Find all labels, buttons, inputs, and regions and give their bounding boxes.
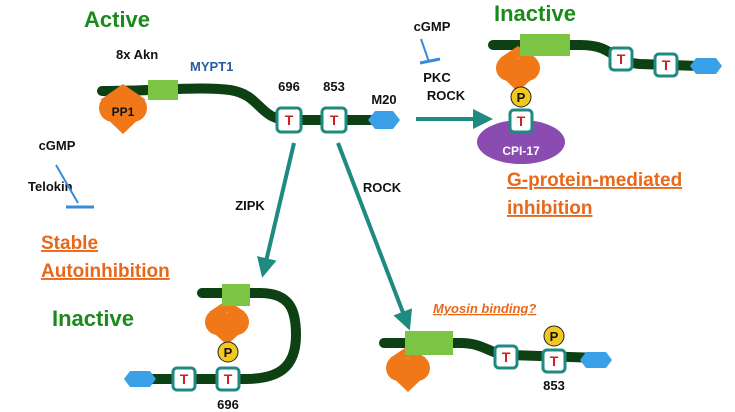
autoinhibited-mypt1-complex: P T T — [124, 284, 302, 392]
mypt1-label: MYPT1 — [190, 59, 233, 74]
site-696-label: 696 — [278, 79, 300, 94]
zipk-label: ZIPK — [235, 198, 265, 213]
cgmp-top-inhibitor — [419, 38, 441, 65]
myosin-akn-box — [405, 331, 453, 355]
auto-backbone — [145, 288, 302, 384]
g-akn-box — [520, 34, 570, 56]
akn-label: 8x Akn — [116, 47, 158, 62]
inactive-auto-label: Inactive — [52, 306, 134, 331]
cpi17-phospho — [510, 86, 532, 108]
active-pp1 — [99, 84, 147, 134]
cpi17-p-letter: P — [517, 90, 526, 105]
myosin-p-letter: P — [550, 329, 559, 344]
myosin-t853: T — [541, 348, 567, 374]
site-853-label: 853 — [323, 79, 345, 94]
svg-text:T: T — [285, 112, 294, 128]
svg-text:T: T — [224, 371, 233, 387]
myosin-binding-label: Myosin binding? — [433, 301, 536, 316]
g-t853: T — [653, 52, 679, 78]
telokin-label: Telokin — [28, 179, 73, 194]
auto-m20-hexagon — [124, 371, 156, 387]
g-protein-mypt1-complex: T T — [488, 34, 722, 92]
cpi17-t-letter: T — [517, 113, 526, 129]
cpi17-ellipse — [477, 120, 565, 164]
arrow-rock — [336, 142, 413, 331]
active-label: Active — [84, 7, 150, 32]
arrow-zipk — [257, 142, 296, 278]
myosin-m20-hexagon — [580, 352, 612, 368]
auto-phospho — [217, 341, 239, 363]
svg-text:T: T — [180, 371, 189, 387]
cgmp-left-label: cGMP — [39, 138, 76, 153]
svg-text:T: T — [662, 57, 671, 73]
cpi17-t38 — [508, 108, 534, 134]
auto-pp1 — [205, 300, 249, 345]
g-t696: T — [608, 46, 634, 72]
g-protein-outcome-line2: inhibition — [507, 198, 592, 219]
cpi17-complex: T P CPI-17 — [477, 86, 565, 164]
active-m20-hexagon — [368, 111, 400, 129]
myosin-mypt1-complex: T P T — [379, 325, 612, 392]
active-t696: T — [275, 106, 303, 134]
stable-outcome-line1: Stable — [41, 233, 98, 254]
active-mypt1-complex: T T — [97, 80, 400, 134]
rock-mid-label: ROCK — [363, 180, 402, 195]
g-m20-hexagon — [690, 58, 722, 74]
myosin-phospho — [543, 325, 565, 347]
g-pp1 — [496, 46, 540, 92]
inactive-g-label: Inactive — [494, 1, 576, 26]
cpi17-label: CPI-17 — [502, 144, 540, 158]
cgmp-top-label: cGMP — [414, 19, 451, 34]
stable-outcome-line2: Autoinhibition — [41, 261, 170, 282]
svg-text:T: T — [550, 353, 559, 369]
g-protein-outcome-line1: G-protein-mediated — [507, 170, 682, 191]
svg-text:T: T — [330, 112, 339, 128]
pkc-label: PKC — [423, 70, 451, 85]
site-853-bottom-label: 853 — [543, 378, 565, 393]
pp1-label: PP1 — [112, 105, 135, 119]
myosin-t696: T — [493, 344, 519, 370]
telokin-inhibitor — [55, 164, 94, 209]
active-t853: T — [320, 106, 348, 134]
auto-t853: T — [171, 366, 197, 392]
svg-text:T: T — [502, 349, 511, 365]
m20-label: M20 — [371, 92, 396, 107]
auto-t696: T — [215, 366, 241, 392]
active-akn-box — [148, 80, 178, 100]
site-696-bottom-label: 696 — [217, 397, 239, 412]
rock-top-label: ROCK — [427, 88, 466, 103]
svg-text:T: T — [617, 51, 626, 67]
auto-p-letter: P — [224, 345, 233, 360]
auto-akn-box — [222, 284, 250, 306]
